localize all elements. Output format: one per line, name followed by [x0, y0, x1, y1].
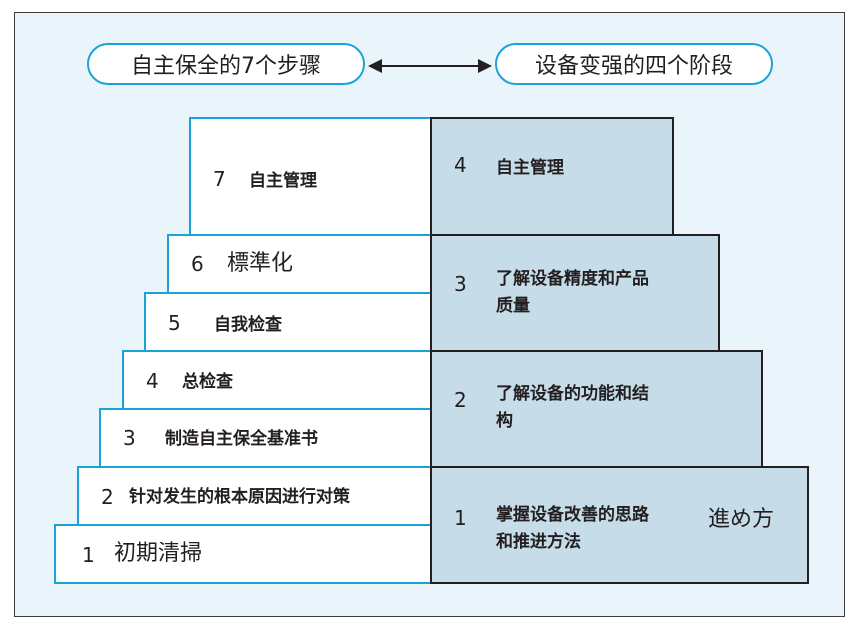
stage-label-extra: 進め方: [708, 507, 775, 532]
stage-number: 4: [454, 153, 467, 177]
step-number: 7: [213, 167, 226, 191]
four-stages-title: 设备变强的四个阶段: [495, 43, 773, 85]
step-number: 6: [191, 252, 204, 276]
stage-label-line2: 质量: [496, 296, 530, 316]
diagram-frame: 自主保全的7个步骤 设备变强的四个阶段 7 自主管理 6 標準化 5 自我检查 …: [14, 12, 845, 617]
step-number: 2: [101, 485, 114, 509]
step-label: 自我检查: [214, 315, 282, 335]
step-number: 5: [168, 311, 181, 335]
stage-label-line1: 了解设备精度和产品: [496, 269, 649, 289]
step-3: 3 制造自主保全基准书: [99, 408, 434, 468]
stage-label-line2: 和推进方法: [496, 532, 581, 552]
stage-4: 4 自主管理: [430, 117, 674, 237]
seven-steps-title-text: 自主保全的7个步骤: [131, 54, 321, 79]
step-label: 標準化: [227, 251, 294, 276]
step-label: 初期清掃: [114, 541, 203, 566]
step-number: 1: [82, 543, 95, 567]
step-label: 总检查: [182, 372, 233, 392]
step-5: 5 自我检查: [144, 292, 434, 352]
stage-2: 2 了解设备的功能和结 构: [430, 350, 763, 468]
stage-1: 1 掌握设备改善的思路 進め方 和推进方法: [430, 466, 809, 584]
step-4: 4 总检查: [122, 350, 434, 410]
four-stages-title-text: 设备变强的四个阶段: [534, 54, 733, 79]
step-7: 7 自主管理: [189, 117, 434, 237]
step-6: 6 標準化: [167, 234, 434, 294]
stage-number: 1: [454, 506, 467, 530]
stage-3: 3 了解设备精度和产品 质量: [430, 234, 720, 352]
step-label: 制造自主保全基准书: [165, 429, 318, 449]
step-number: 4: [146, 369, 159, 393]
stage-label: 自主管理: [496, 158, 564, 178]
stage-label-line1: 了解设备的功能和结: [496, 384, 649, 404]
seven-steps-title: 自主保全的7个步骤: [87, 43, 365, 85]
stage-label-line1: 掌握设备改善的思路: [496, 505, 649, 525]
stage-number: 3: [454, 272, 467, 296]
step-number: 3: [123, 426, 136, 450]
stage-number: 2: [454, 388, 467, 412]
stage-label-line2: 构: [496, 411, 513, 431]
step-2: 2 针对发生的根本原因进行对策: [77, 466, 434, 526]
step-label: 自主管理: [249, 171, 317, 191]
double-arrow-icon: [368, 59, 492, 73]
step-1: 1 初期清掃: [54, 524, 434, 584]
step-label: 针对发生的根本原因进行对策: [129, 487, 350, 507]
